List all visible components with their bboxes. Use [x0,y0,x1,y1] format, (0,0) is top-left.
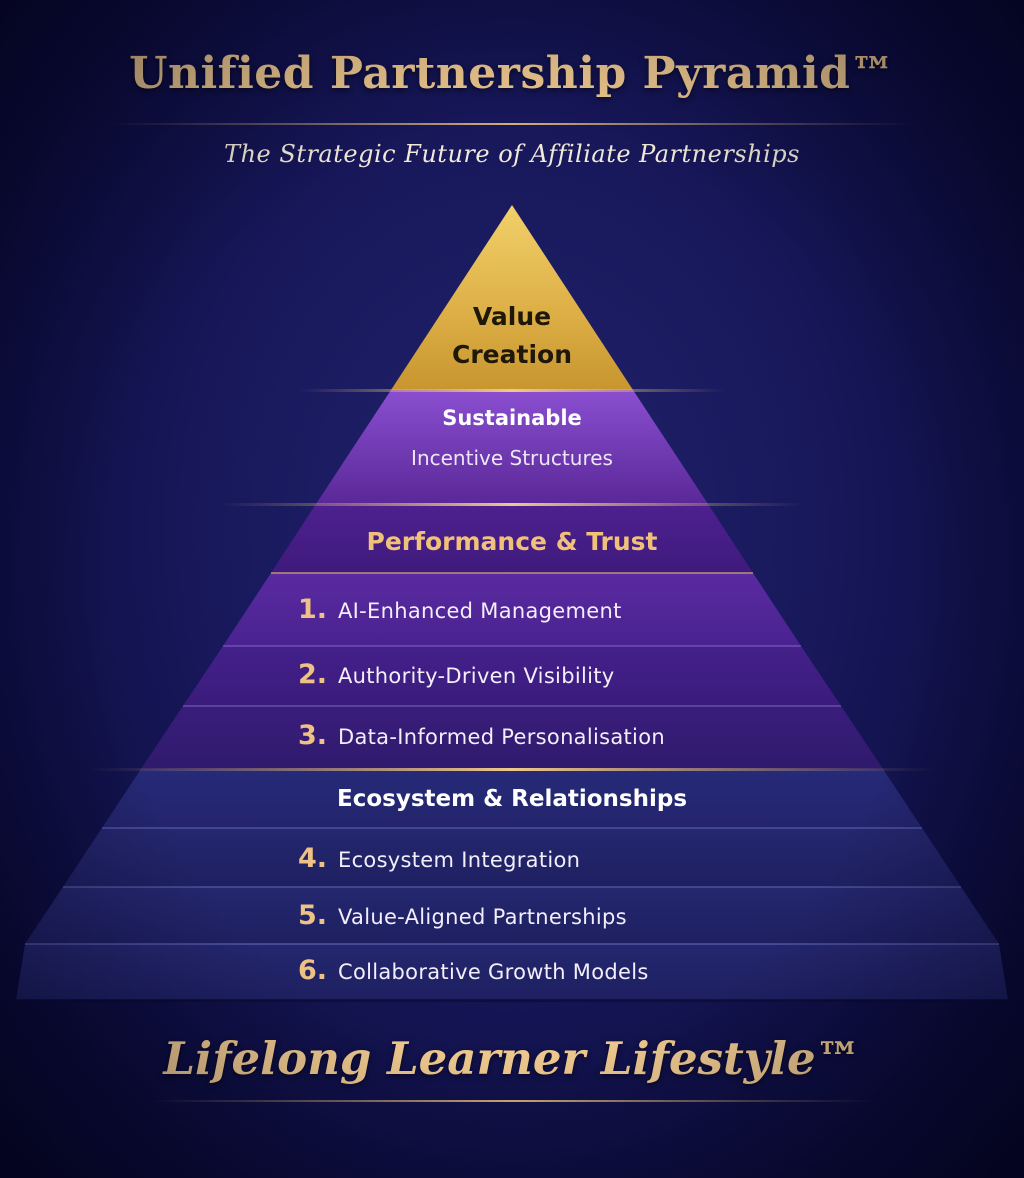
item-label: Data-Informed Personalisation [338,725,665,749]
list-item: 2. Authority-Driven Visibility [298,659,615,690]
item-label: Ecosystem Integration [338,848,581,872]
ecosystem-title: Ecosystem & Relationships [336,786,688,812]
item-label: Authority-Driven Visibility [338,664,615,688]
footer-tagline: Lifelong Learner Lifestyle™ [163,1032,861,1085]
item-label: AI-Enhanced Management [338,599,622,623]
footer-divider [150,1100,874,1102]
item-number: 1. [298,594,328,625]
item-label: Value-Aligned Partnerships [338,905,627,929]
item-number: 6. [298,955,328,986]
sustainable-title: Sustainable [442,406,582,430]
separator-sustainable [220,503,804,506]
apex-label-line-2: Creation [452,340,572,369]
list-item: 4. Ecosystem Integration [298,843,580,874]
item-number: 4. [298,843,328,874]
list-item: 1. AI-Enhanced Management [298,594,622,625]
list-item: 3. Data-Informed Personalisation [298,720,665,751]
apex-label: Value Creation [412,298,612,374]
list-item: 6. Collaborative Growth Models [298,955,649,986]
separator-apex [300,389,724,392]
item-number: 3. [298,720,328,751]
pyramid-base [16,999,1008,1002]
item-number: 2. [298,659,328,690]
separator-performance [90,768,934,771]
performance-title: Performance & Trust [366,527,658,556]
list-item: 5. Value-Aligned Partnerships [298,900,627,931]
apex-label-line-1: Value [472,302,552,331]
sustainable-subtitle: Incentive Structures [411,446,613,470]
item-label: Collaborative Growth Models [338,960,649,984]
item-number: 5. [298,900,328,931]
